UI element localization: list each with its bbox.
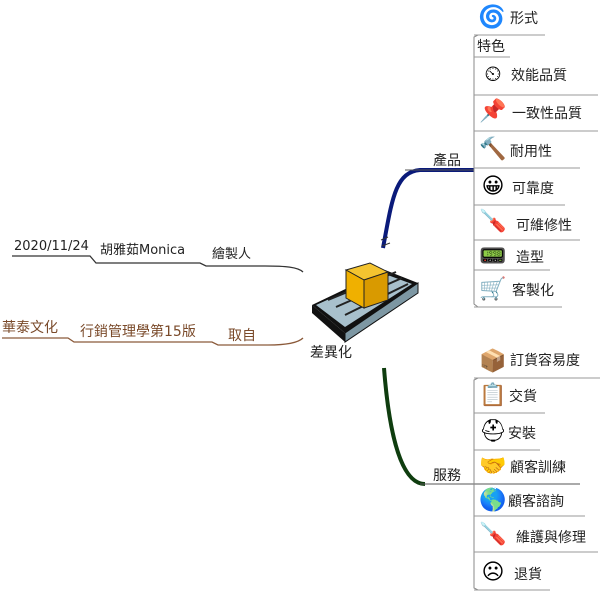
service-item-delivery[interactable]: 交貨 [509, 389, 537, 405]
product-item-durability[interactable]: 耐用性 [510, 144, 552, 160]
product-item-style[interactable]: 造型 [516, 250, 544, 266]
product-item-customization[interactable]: 客製化 [512, 283, 554, 299]
service-item-customer-consulting[interactable]: 顧客諮詢 [508, 494, 564, 510]
source-label[interactable]: 取自 [228, 328, 256, 344]
service-item-ordering-ease[interactable]: 訂貨容易度 [510, 353, 580, 369]
hammer-icon: 🔨 [479, 137, 507, 162]
author-name[interactable]: 胡雅茹Monica [100, 243, 186, 258]
package-icon: 📦 [479, 349, 507, 374]
service-item-returns[interactable]: 退貨 [514, 567, 542, 583]
nail-icon: 📌 [479, 99, 507, 124]
screwdriver-icon: 🪛 [479, 522, 507, 547]
screwdriver-icon: 🪛 [479, 209, 507, 234]
service-item-maintenance-repair[interactable]: 維護與修理 [516, 530, 586, 546]
service-item-customer-training[interactable]: 顧客訓練 [510, 460, 566, 476]
gauge-icon: ⏲ [484, 62, 502, 87]
checklist-icon: 📋 [479, 383, 507, 408]
product-item-features[interactable]: 特色 [477, 39, 505, 55]
source-book[interactable]: 行銷管理學第15版 [80, 324, 196, 340]
source-publisher[interactable]: 華泰文化 [2, 320, 58, 336]
hard-hat-icon: ⛑ [479, 419, 507, 444]
smiley-icon: 😀 [481, 174, 505, 199]
device-icon: 📟 [479, 244, 507, 269]
product-item-form[interactable]: 形式 [510, 11, 538, 27]
product-item-repairability[interactable]: 可維修性 [516, 218, 572, 234]
service-topic[interactable]: 服務 [433, 468, 461, 484]
spring-icon: 🌀 [478, 5, 506, 30]
sad-face-icon: ☹ [481, 560, 505, 585]
product-item-performance[interactable]: 效能品質 [511, 68, 567, 84]
conveyor-icon [312, 236, 419, 343]
service-item-installation[interactable]: 安裝 [508, 426, 536, 442]
central-topic[interactable]: 差異化 [310, 345, 352, 361]
author-label[interactable]: 繪製人 [212, 247, 252, 262]
product-topic[interactable]: 產品 [433, 153, 461, 169]
shopping-cart-icon: 🛒 [479, 277, 507, 302]
handshake-icon: 🤝 [479, 454, 507, 479]
product-item-conformance[interactable]: 一致性品質 [512, 106, 582, 122]
author-date[interactable]: 2020/11/24 [14, 239, 89, 254]
product-item-reliability[interactable]: 可靠度 [512, 181, 554, 197]
globe-icon: 🌎 [479, 488, 507, 513]
